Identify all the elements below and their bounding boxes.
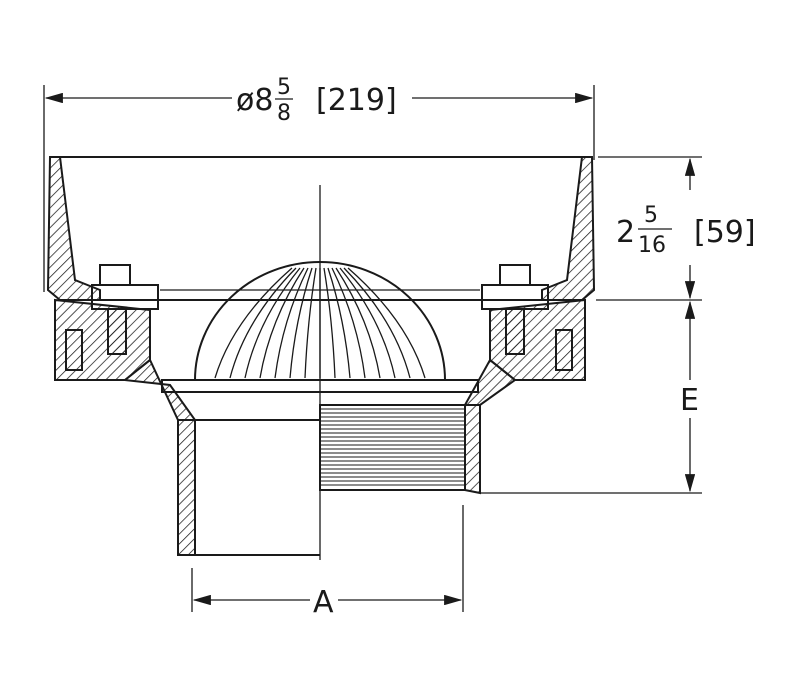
dome-rib [327,267,351,379]
dome-rib [335,267,381,379]
dome-rib [289,267,313,379]
drain-body [46,156,596,556]
clamp-bolt-right [481,264,549,355]
height-metric: [59] [694,215,756,250]
flange-section-right [489,298,586,381]
e-dimension: E [480,300,702,494]
outlet-wall-right [464,404,481,495]
lug-left [65,329,83,371]
dome-rib [331,267,366,379]
clamp-bolt-left [91,264,159,355]
diameter-dimension: ø8 5 8 [219] [43,75,595,292]
dome-rib [304,267,317,379]
dome-rib [229,267,297,379]
dome-rib [274,267,309,379]
diameter-numerator: 5 [277,75,291,100]
thread-lines [320,408,465,486]
a-dimension: A [191,505,464,620]
dome-rib [339,267,396,379]
dome-rib [323,267,336,379]
dome-rib [214,267,293,379]
diameter-metric: [219] [316,83,397,118]
outlet-pipe-left [177,419,196,556]
dome-rib [244,267,301,379]
diameter-denominator: 8 [277,101,291,126]
height-whole: 2 [616,215,635,250]
lug-right [555,329,573,371]
dome-rib [259,267,305,379]
height-denominator: 16 [638,233,666,258]
bowl-wall-left [46,156,101,301]
label-e: E [680,383,699,418]
diameter-symbol-whole: ø8 [236,83,273,118]
bowl-wall-right [541,156,596,301]
height-numerator: 5 [644,203,658,228]
dome-rib [343,267,411,379]
label-a: A [313,585,334,620]
height-dimension: 2 5 16 [59] [596,156,756,301]
flange-section-left [54,298,151,381]
dome-rib [347,267,426,379]
